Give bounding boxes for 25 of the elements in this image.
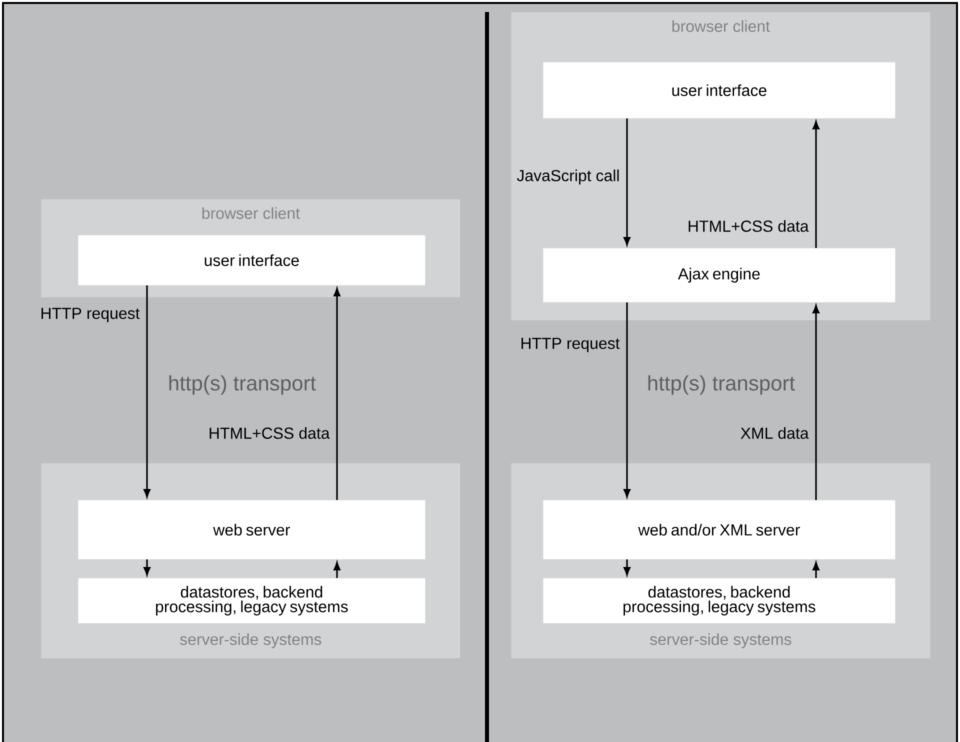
arrow: [144, 559, 150, 576]
arrow: [624, 118, 630, 246]
arrow: [624, 559, 630, 576]
process-box: web server: [78, 500, 426, 560]
transport-label: http(s) transport: [169, 375, 316, 395]
process-box: datastores, backend processing, legacy systems: [78, 578, 426, 624]
arrow: [334, 562, 340, 578]
arrow: [334, 288, 340, 500]
arrow: [812, 121, 820, 248]
arrow: [624, 302, 630, 498]
edge-label: JavaScript call: [516, 170, 619, 184]
arrow: [144, 285, 150, 498]
arrow: [812, 562, 820, 578]
edge-label: XML data: [740, 427, 809, 439]
transport-label: http(s) transport: [648, 375, 795, 395]
process-box: Ajax engine: [543, 248, 896, 302]
edge-label: HTML+CSS data: [210, 427, 330, 439]
process-box: datastores, backend processing, legacy systems: [543, 578, 896, 624]
process-box: web and/or XML server: [543, 500, 896, 560]
edge-label: HTTP request: [42, 308, 140, 322]
edge-label: HTTP request: [522, 338, 620, 352]
arrow: [812, 305, 820, 500]
process-box: user interface: [543, 62, 896, 118]
process-box: user interface: [78, 235, 426, 286]
edge-label: HTML+CSS data: [688, 220, 809, 232]
